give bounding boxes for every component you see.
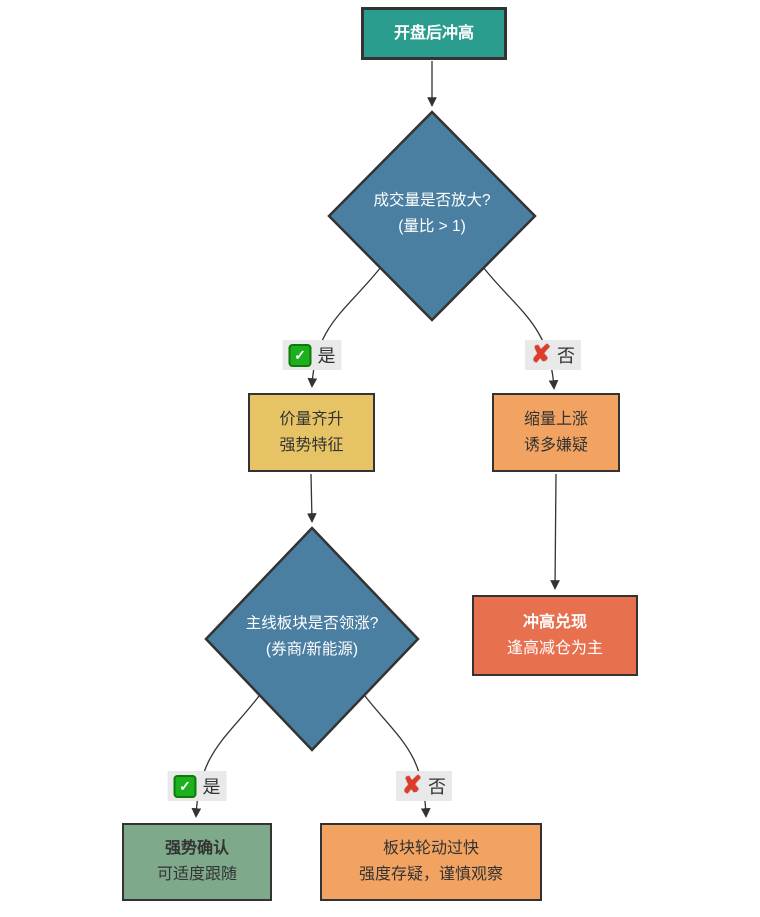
node-take-profit-line2: 逢高减仓为主 [506, 639, 603, 657]
decision-volume-text: 成交量是否放大? (量比 > 1) [327, 188, 537, 240]
node-rotation-fast-line1: 板块轮动过快 [382, 840, 479, 857]
edge-label-no-2-text: 否 [428, 777, 447, 797]
edge-label-no-1: ✘ 否 [524, 340, 582, 370]
node-confirm-strong: 强势确认 可适度跟随 [122, 823, 272, 901]
cross-icon: ✘ [530, 341, 552, 368]
edge-label-no-2: ✘ 否 [395, 771, 453, 801]
node-volume-up: 价量齐升 强势特征 [248, 393, 375, 472]
edge-label-yes-2: ✓ 是 [167, 771, 227, 801]
node-volume-shrink-line1: 缩量上涨 [523, 410, 588, 428]
node-volume-shrink-line2: 诱多嫌疑 [523, 436, 588, 454]
node-take-profit-line1: 冲高兑现 [522, 613, 587, 631]
edge-volumeup-to-decision2 [306, 473, 317, 523]
edge-shrink-to-takeprofit [550, 473, 560, 590]
edge-label-yes-1-text: 是 [317, 346, 336, 366]
node-rotation-fast-line2: 强度存疑，谨慎观察 [358, 866, 503, 883]
decision-sector-line2: (券商/新能源) [265, 641, 359, 658]
decision-volume-diamond [327, 110, 537, 322]
check-icon: ✓ [288, 343, 312, 367]
node-volume-up-line1: 价量齐升 [279, 410, 344, 428]
decision-sector-diamond [204, 526, 420, 752]
decision-sector-line1: 主线板块是否领涨? [245, 615, 379, 632]
decision-volume-line1: 成交量是否放大? [373, 192, 491, 209]
edge-label-yes-2-text: 是 [202, 777, 221, 797]
node-rotation-fast: 板块轮动过快 强度存疑，谨慎观察 [320, 823, 542, 901]
check-icon: ✓ [173, 774, 197, 798]
node-confirm-strong-line1: 强势确认 [164, 840, 229, 857]
node-start: 开盘后冲高 [361, 7, 507, 60]
edge-label-no-1-text: 否 [557, 346, 576, 366]
node-take-profit: 冲高兑现 逢高减仓为主 [472, 595, 638, 676]
decision-sector-text: 主线板块是否领涨? (券商/新能源) [207, 611, 417, 663]
node-volume-shrink: 缩量上涨 诱多嫌疑 [492, 393, 620, 472]
edge-label-yes-1: ✓ 是 [282, 340, 342, 370]
node-start-label: 开盘后冲高 [393, 24, 474, 42]
cross-icon: ✘ [401, 772, 423, 799]
decision-volume-line2: (量比 > 1) [398, 218, 466, 235]
node-confirm-strong-line2: 可适度跟随 [156, 866, 237, 883]
node-volume-up-line2: 强势特征 [279, 436, 344, 454]
